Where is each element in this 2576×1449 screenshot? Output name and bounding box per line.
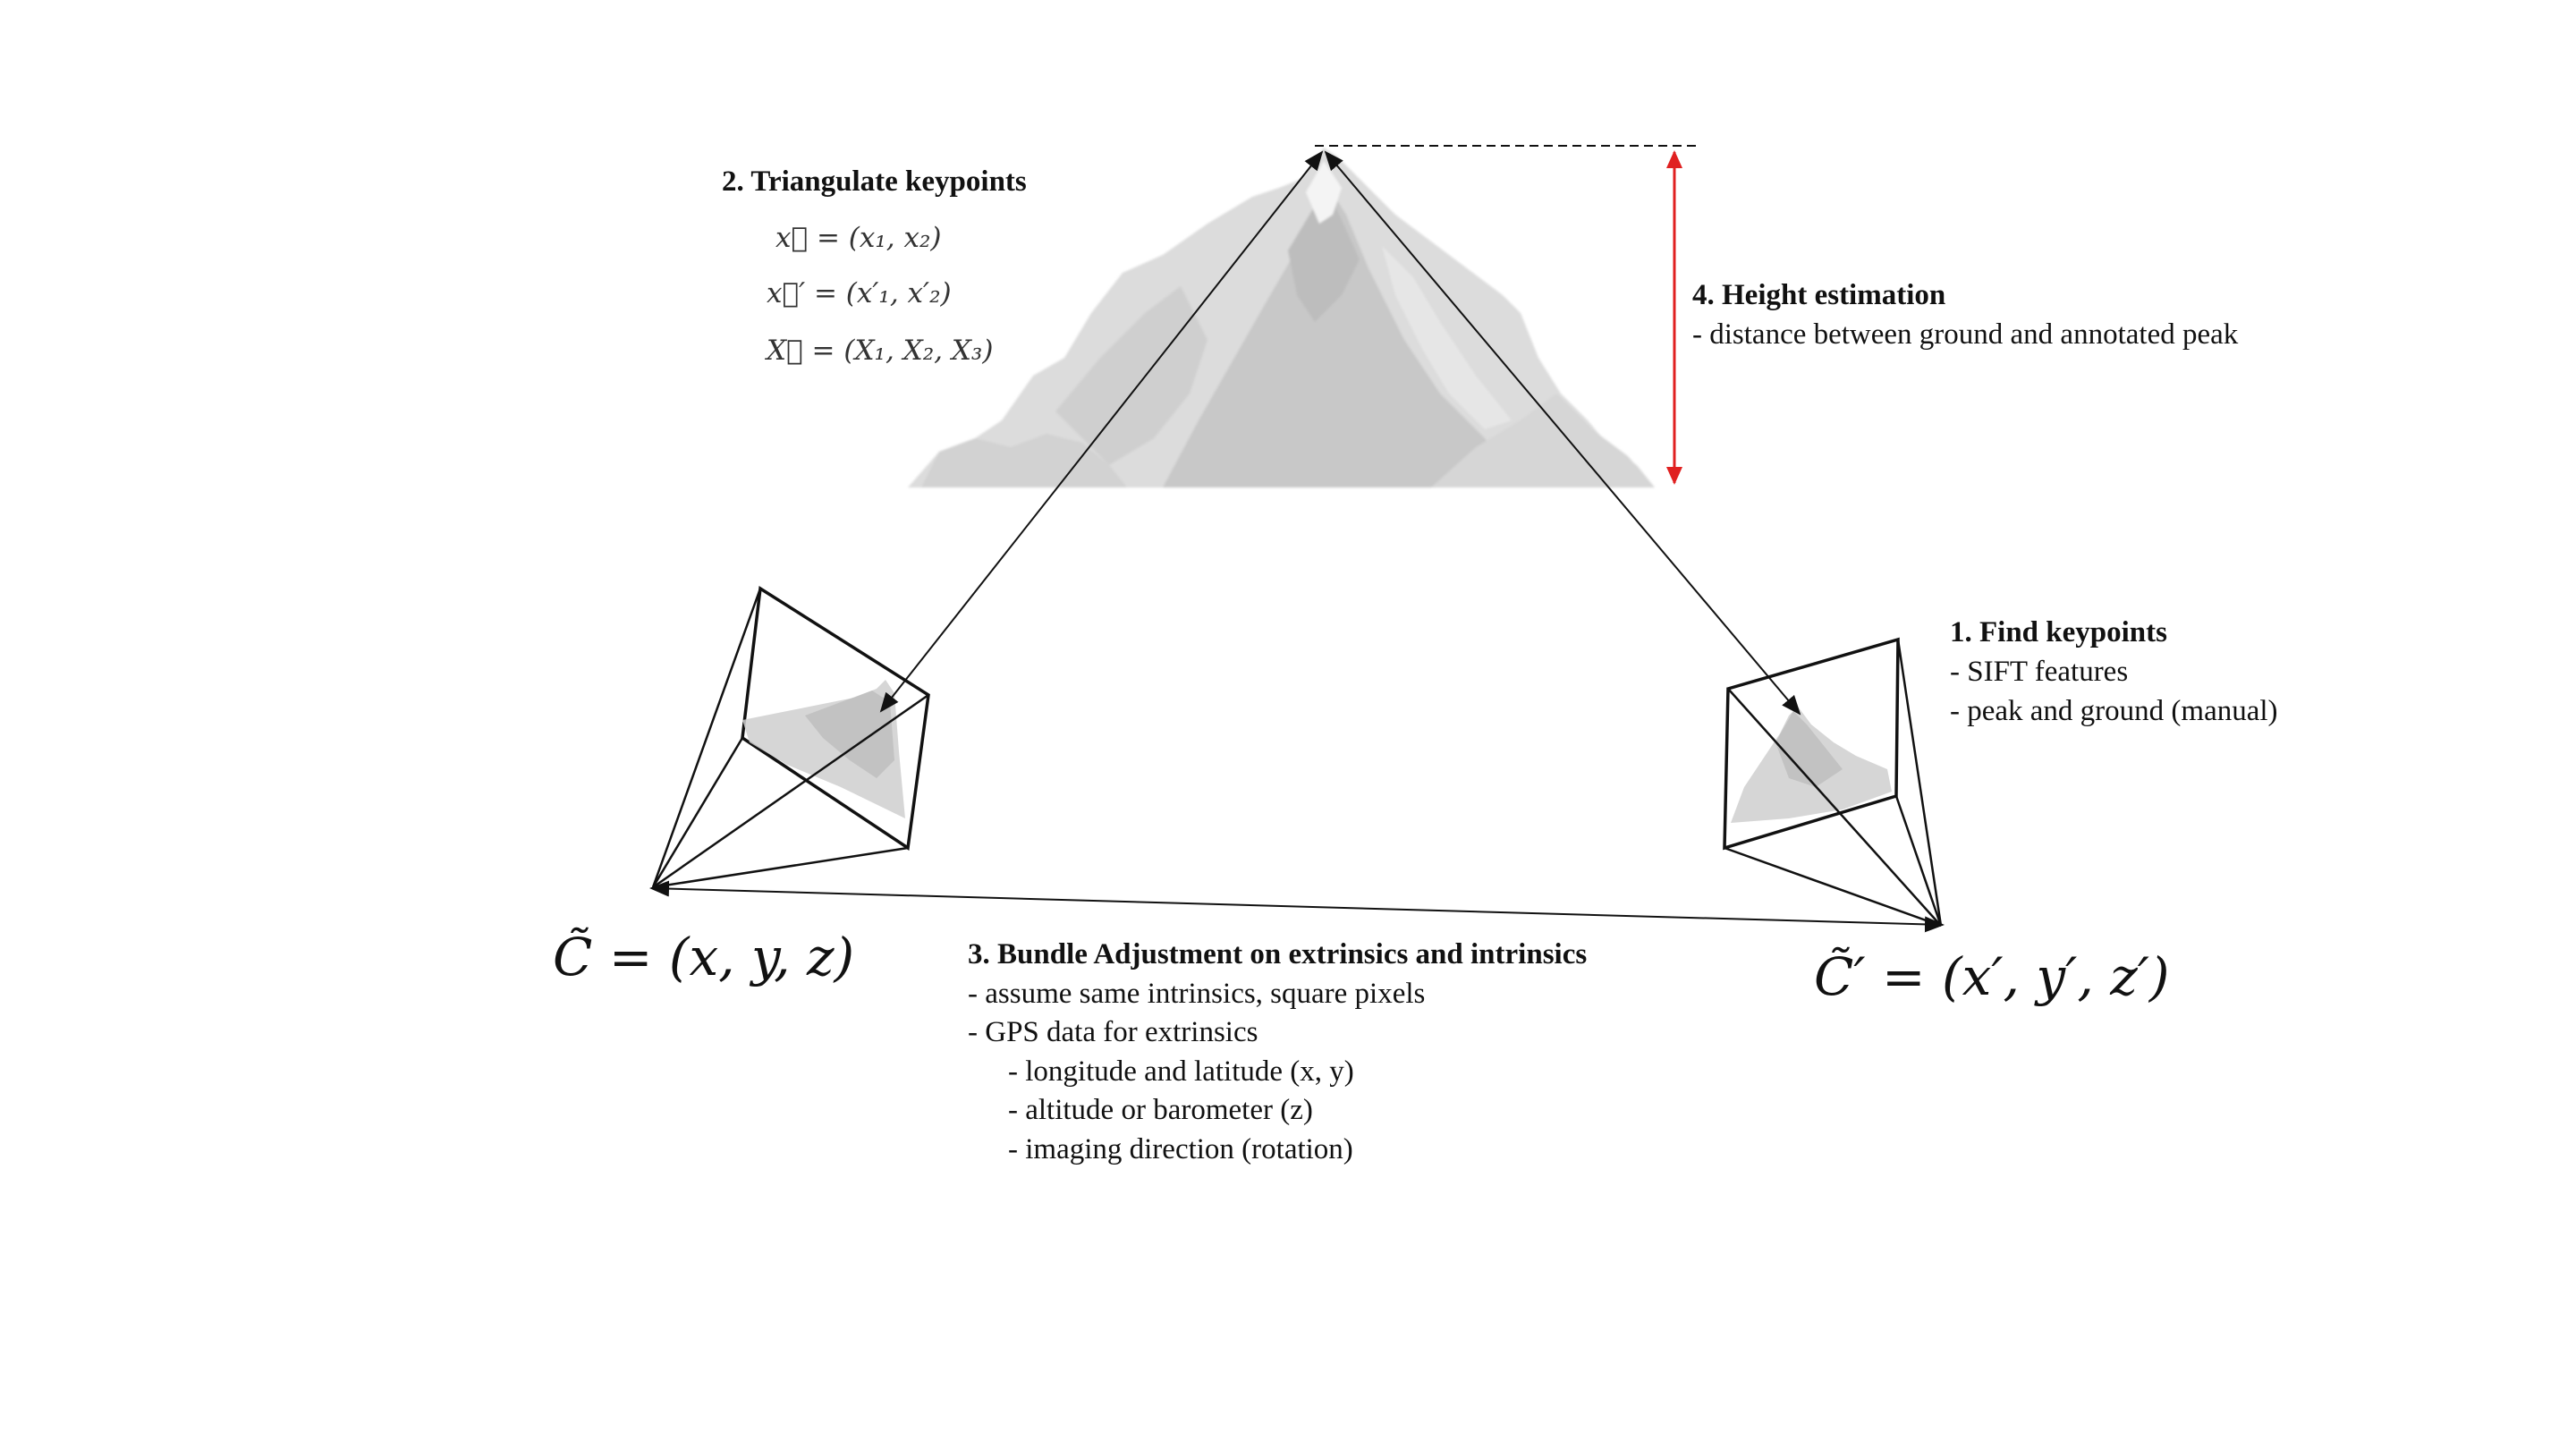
step4-line: - distance between ground and annotated … (1692, 318, 2239, 351)
step3-title: 3. Bundle Adjustment on extrinsics and i… (968, 938, 1587, 970)
step3-subline-altitude: - altitude or barometer (z) (1008, 1094, 1313, 1126)
camera-left-label: C̃ = (x, y, z) (553, 926, 854, 987)
step2-eq-x-prime: x⃗′ = (x′₁, x′₂) (767, 277, 952, 309)
ray-left-to-peak (879, 150, 1324, 713)
camera-frustum-right (1723, 637, 1943, 928)
camera-right-label: C̃′ = (x′, y′, z′) (1814, 945, 2170, 1007)
camera-frustum-left (651, 586, 930, 889)
camera-baseline-arrow (649, 880, 1945, 933)
step3-line-gps: - GPS data for extrinsics (968, 1016, 1258, 1048)
step1-line-peak-ground: - peak and ground (manual) (1950, 695, 2278, 727)
step2-title: 2. Triangulate keypoints (722, 165, 1027, 198)
step3-subline-direction: - imaging direction (rotation) (1008, 1133, 1353, 1165)
step2-eq-X: X⃗ = (X₁, X₂, X₃) (765, 335, 993, 367)
step3-subline-lonlat: - longitude and latitude (x, y) (1008, 1055, 1354, 1088)
step2-eq-x: x⃗ = (x₁, x₂) (775, 222, 942, 254)
step1-line-sift: - SIFT features (1950, 656, 2128, 688)
step4-title: 4. Height estimation (1692, 279, 1945, 311)
step1-title: 1. Find keypoints (1950, 616, 2167, 648)
ray-right-to-peak (1324, 150, 1801, 716)
mountain-illustration (908, 148, 1655, 487)
step3-line-intrinsics: - assume same intrinsics, square pixels (968, 978, 1425, 1010)
